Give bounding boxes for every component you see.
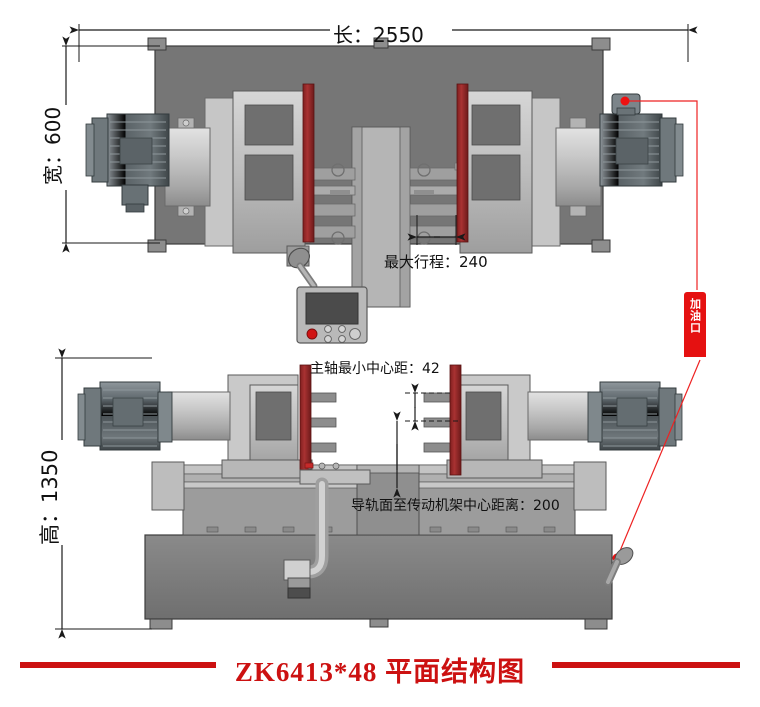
plan-center-block [351,126,411,308]
front-spindle-stubs [309,392,451,453]
front-right-head-assembly [446,374,683,479]
coolant-pipe-assembly [283,462,371,599]
oil-port-tag-label: 加油口 [688,298,702,334]
width-dimension-label: 宽：600 [41,106,65,185]
drive-motor-left [85,113,170,213]
spindle-min-center-label: 主轴最小中心距：42 [310,361,440,377]
oil-port-tag: 加油口 [684,292,706,357]
title-rule-right [552,662,740,668]
height-dimension-label: 高：1350 [38,449,62,545]
length-dimension-label: 长：2550 [333,23,424,47]
max-stroke-label: 最大行程：240 [384,253,488,271]
front-dimension-lines [55,348,460,639]
front-oil-port-callout [604,359,701,586]
control-panel[interactable] [285,244,368,344]
page-title: ZK6413*48 平面结构图 [234,657,526,687]
front-machine-base [144,534,613,630]
front-left-head-assembly [77,374,313,479]
plan-guard-plates [302,83,469,243]
rail-to-frame-center-label: 导轨面至传动机架中心距离：200 [351,498,560,514]
title-rule-left [20,662,216,668]
plan-left-head-assembly [164,90,306,254]
front-end-plates [151,461,607,511]
drive-motor-right [599,93,684,187]
plan-oil-port-callout [620,96,698,290]
plan-dimension-lines [62,24,698,253]
